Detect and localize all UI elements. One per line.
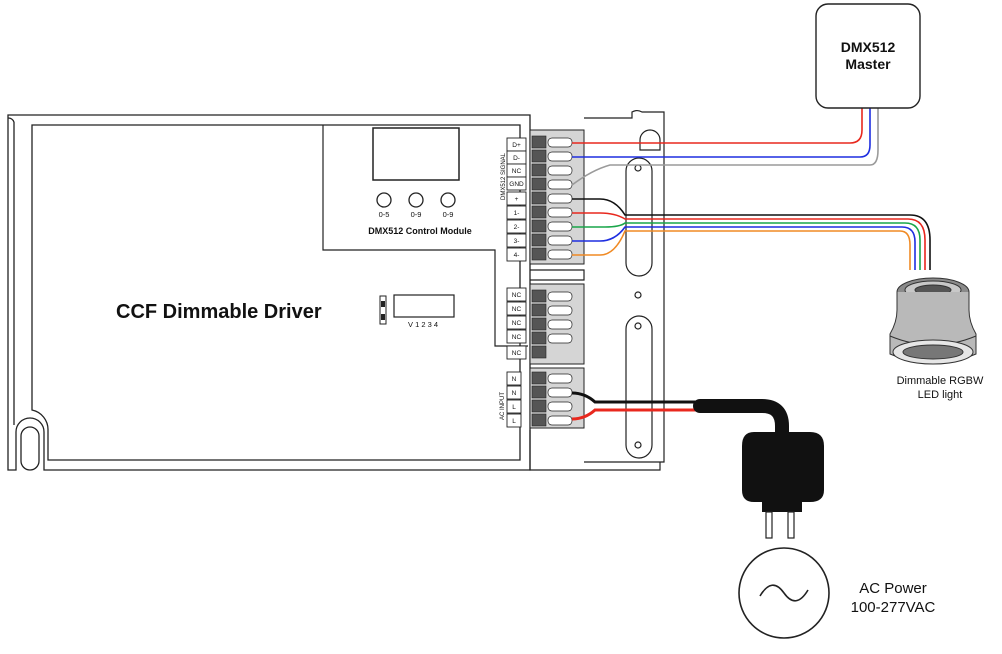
slot-top bbox=[625, 157, 653, 277]
wire-gnd bbox=[571, 108, 879, 186]
terminal-strip-top bbox=[529, 129, 585, 265]
led-light-line1: Dimmable RGBW bbox=[897, 375, 984, 387]
driver-title: CCF Dimmable Driver bbox=[116, 301, 322, 323]
wire-plus bbox=[572, 198, 931, 270]
terminal-ac-l1: L bbox=[512, 404, 516, 411]
terminal-dmx-nc: NC bbox=[512, 168, 522, 175]
wire-out-3 bbox=[572, 226, 916, 270]
dial-label-1: 0-5 bbox=[379, 210, 390, 219]
dial-1 bbox=[376, 192, 392, 208]
ac-power-line1: AC Power bbox=[859, 580, 927, 597]
terminal-ac-n2: N bbox=[512, 390, 517, 397]
wire-out-2 bbox=[572, 222, 921, 270]
terminal-out-2: 2- bbox=[514, 224, 520, 231]
display-window bbox=[372, 127, 460, 181]
dial-label-3: 0-9 bbox=[443, 210, 454, 219]
terminal-nc-2: NC bbox=[512, 306, 522, 313]
terminal-d-plus: D+ bbox=[512, 142, 521, 149]
dial-3 bbox=[440, 192, 456, 208]
dial-label-2: 0-9 bbox=[411, 210, 422, 219]
terminal-nc-1: NC bbox=[512, 292, 522, 299]
terminal-d-minus: D- bbox=[513, 155, 520, 162]
dial-2 bbox=[408, 192, 424, 208]
ac-input-label: AC INPUT bbox=[500, 392, 506, 420]
led-light-line2: LED light bbox=[918, 389, 963, 401]
slot-bottom bbox=[625, 315, 653, 459]
terminal-out-4: 4- bbox=[514, 252, 520, 259]
terminal-out-3: 3- bbox=[514, 238, 520, 245]
ac-source-symbol bbox=[738, 547, 830, 639]
dmx-master bbox=[815, 3, 921, 109]
terminal-cover bbox=[529, 110, 665, 471]
ac-power-line2: 100-277VAC bbox=[851, 599, 936, 616]
power-cable bbox=[693, 399, 789, 441]
terminal-ac-l2: L bbox=[512, 418, 516, 425]
terminal-ac-n1: N bbox=[512, 376, 517, 383]
control-module bbox=[322, 125, 528, 347]
dmx-wires bbox=[571, 108, 879, 186]
led-output-wires bbox=[572, 198, 931, 270]
terminal-out-plus: + bbox=[515, 196, 519, 203]
wire-out-1 bbox=[572, 212, 926, 270]
terminal-gnd: GND bbox=[509, 181, 524, 188]
dmx-signal-label: DMX512 SIGNAL bbox=[501, 152, 507, 200]
wire-d-plus bbox=[572, 108, 863, 144]
dmx-master-line1: DMX512 bbox=[841, 39, 896, 55]
terminal-strip-middle bbox=[529, 283, 585, 365]
address-dials bbox=[376, 192, 456, 208]
dmx-terminal-labels bbox=[506, 137, 527, 428]
dip-label: V 1 2 3 4 bbox=[408, 320, 438, 329]
wire-line bbox=[571, 408, 700, 421]
wire-d-minus bbox=[572, 108, 871, 158]
led-light bbox=[889, 277, 977, 365]
terminal-out-1: 1- bbox=[514, 210, 520, 217]
wire-out-4 bbox=[572, 230, 911, 270]
wire-neutral bbox=[571, 391, 700, 404]
terminal-nc-3: NC bbox=[512, 320, 522, 327]
dmx-master-line2: Master bbox=[845, 56, 891, 72]
ac-wires bbox=[571, 391, 789, 441]
driver-housing bbox=[7, 114, 531, 471]
dip-switch bbox=[379, 294, 455, 325]
terminal-nc-5: NC bbox=[512, 350, 522, 357]
power-plug bbox=[742, 432, 824, 539]
module-label: DMX512 Control Module bbox=[368, 226, 472, 236]
terminal-nc-4: NC bbox=[512, 334, 522, 341]
